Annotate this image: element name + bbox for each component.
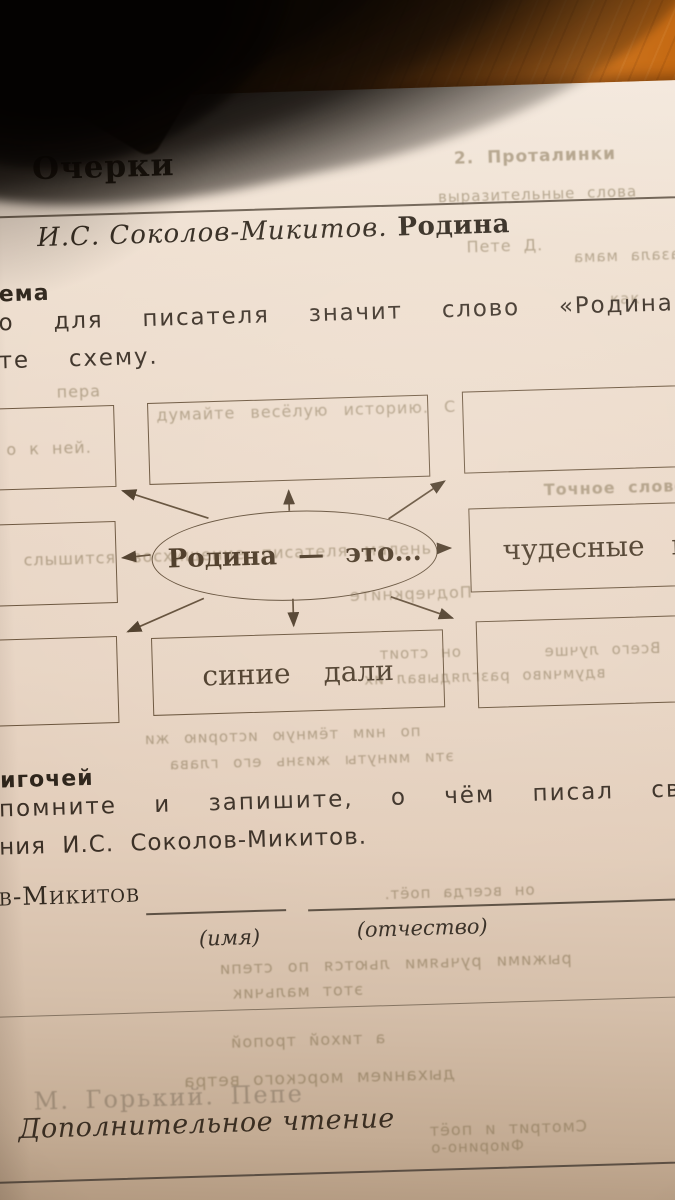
name-label: (имя) bbox=[198, 924, 261, 951]
lesson-title: И.С. Соколов-Микитов. Родина bbox=[37, 209, 511, 253]
diagram-box-bottom-right-empty bbox=[475, 611, 675, 709]
lesson-author: И.С. Соколов-Микитов. bbox=[36, 212, 388, 254]
bleed-through-text: 2. Проталинки bbox=[453, 143, 617, 169]
diagram-box-middle-left-empty bbox=[0, 520, 118, 609]
task1-line2: те схему. bbox=[0, 343, 159, 375]
task1-line1: о для писателя значит слово «Родина»? До bbox=[0, 287, 675, 337]
diagram-box-text-wonderful: чудесные пе bbox=[502, 526, 675, 567]
arrow-down-left bbox=[126, 597, 205, 633]
diagram-box-bottom-left-empty bbox=[0, 635, 120, 729]
bleed-through-text: Точное слово bbox=[543, 476, 675, 500]
diagram-box-middle-right: чудесные пе bbox=[468, 498, 675, 593]
diagram-box-top-middle-empty bbox=[147, 394, 431, 485]
arrow-up bbox=[283, 489, 296, 511]
diagram-box-bottom-middle: синие дали bbox=[150, 629, 446, 716]
surname-fragment: в-Микитов bbox=[0, 878, 141, 912]
diagram-box-text-blue-distances: синие дали bbox=[201, 653, 395, 692]
task2-line1: помните и запишите, о чём писал свои п bbox=[0, 774, 675, 823]
arrow-up-right bbox=[388, 480, 446, 520]
name-blank-line bbox=[146, 909, 287, 916]
bleed-through-text: эти минуты жизнь его глава bbox=[168, 747, 454, 774]
bleed-through-text: этот мальчик bbox=[231, 979, 364, 1003]
bleed-through-text: сказала мама bbox=[572, 244, 675, 267]
diagram-box-top-right-empty bbox=[461, 381, 675, 474]
arrow-down bbox=[287, 598, 300, 628]
arrow-up-left bbox=[120, 489, 209, 520]
bleed-through-text: Фиорино-о bbox=[429, 1136, 525, 1157]
bleed-through-text: а тихой тропой bbox=[229, 1028, 386, 1052]
task2-line2: ния И.С. Соколов-Микитов. bbox=[0, 823, 368, 861]
bleed-through-text: по ним тёмную историю жи bbox=[143, 722, 421, 749]
diagram-center-label: Родина — это... bbox=[167, 536, 422, 575]
lesson-title-bold: Родина bbox=[397, 209, 511, 243]
diagram-box-top-left-empty bbox=[0, 404, 117, 493]
bleed-through-text: пера bbox=[56, 381, 102, 402]
patronymic-label: (отчество) bbox=[356, 914, 489, 942]
bleed-through-text: он всегда поёт. bbox=[383, 880, 535, 904]
footer-rule bbox=[0, 1157, 675, 1185]
task2-label: игочей bbox=[0, 765, 94, 794]
task1-label: ема bbox=[0, 280, 50, 308]
bleed-through-text: рыжими ручьями льются по степи bbox=[218, 948, 572, 979]
